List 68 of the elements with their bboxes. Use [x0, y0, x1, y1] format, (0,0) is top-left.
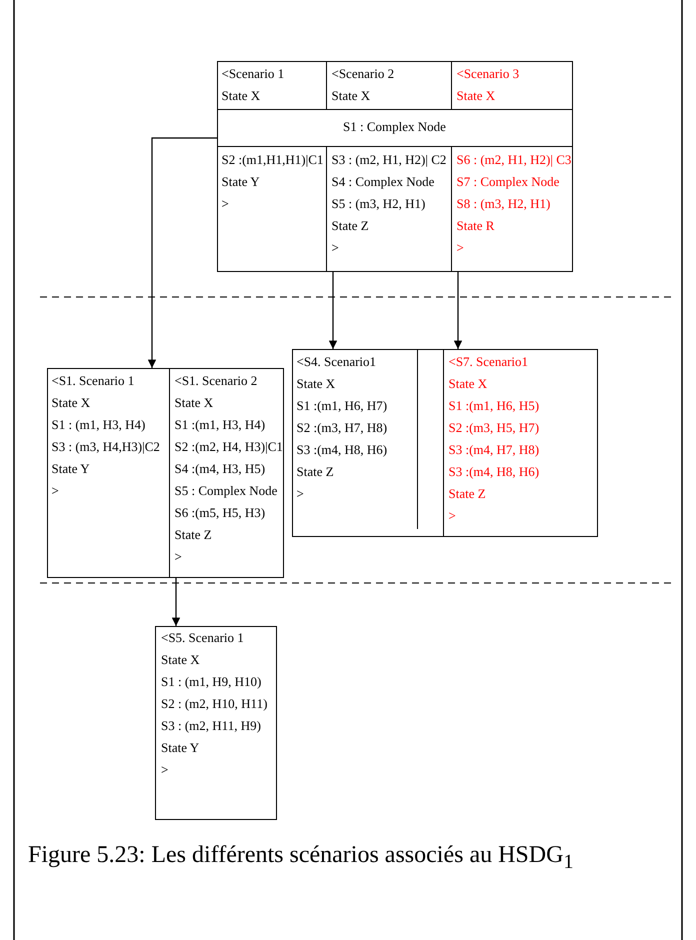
cell-text: State X: [174, 394, 214, 412]
table-box: [292, 349, 598, 537]
cell-text: State Z: [448, 484, 486, 502]
table-cell: [216, 60, 326, 110]
cell-text: S3 : (m2, H1, H2)| C2: [332, 150, 446, 169]
cell-text: State Y: [52, 460, 90, 478]
table-box: [47, 368, 284, 578]
cell-text: <Scenario 2: [332, 64, 394, 82]
cell-text: State X: [296, 374, 336, 392]
cell-text: <S7. Scenario1: [448, 352, 528, 370]
cell-text: S8 : (m3, H2, H1): [456, 194, 550, 213]
cell-text: State Z: [332, 216, 369, 234]
cell-text: <S4. Scenario1: [296, 352, 376, 370]
cell-text: S3 :(m4, H8, H6): [296, 440, 388, 459]
cell-text: S1 :(m1, H6, H7): [296, 396, 388, 415]
cell-text: S2 : (m2, H10, H11): [161, 695, 268, 713]
cell-text: S4 : Complex Node: [332, 172, 434, 191]
cell-text: <S1. Scenario 1: [52, 372, 134, 390]
cell-text: <S1. Scenario 2: [174, 372, 258, 390]
cell-text: >: [448, 506, 456, 524]
scenario-box: [155, 626, 277, 820]
cell-text: S1 : Complex Node: [343, 118, 446, 136]
cell-text: <S5. Scenario 1: [161, 629, 244, 647]
cell-text: >: [222, 194, 229, 212]
cell-text: State X: [332, 86, 370, 104]
cell-text: S3 : (m2, H11, H9): [161, 717, 261, 735]
cell-text: >: [174, 548, 182, 566]
cell-text: S6 :(m5, H5, H3): [174, 504, 266, 522]
cell-text: S5 : (m3, H2, H1): [332, 194, 426, 213]
cell-text: S3 :(m4, H8, H6): [448, 462, 540, 481]
cell-text: S1 :(m1, H6, H5): [448, 396, 540, 415]
cell-text: State X: [448, 374, 488, 392]
arrow: [454, 272, 462, 349]
cell-text: S4 :(m4, H3, H5): [174, 460, 266, 478]
cell-text: State Z: [174, 526, 212, 544]
cell-text: S1 : (m1, H3, H4): [52, 416, 146, 434]
cell-text: State R: [456, 216, 494, 234]
cell-text: S2 :(m3, H5, H7): [448, 418, 540, 437]
cell-text: S3 : (m3, H4,H3)|C2: [52, 438, 160, 456]
cell-text: State X: [52, 394, 90, 412]
arrow: [328, 272, 338, 349]
cell-text: >: [456, 238, 464, 256]
cell-text: State Y: [222, 172, 260, 190]
cell-text: S2 :(m1,H1,H1)|C1: [222, 150, 324, 169]
arrow: [148, 137, 217, 368]
cell-text: >: [332, 238, 339, 256]
cell-text: S2 :(m3, H7, H8): [296, 418, 388, 437]
cell-text: <Scenario 1: [222, 64, 284, 82]
cell-text: >: [52, 482, 59, 500]
cell-text: State Z: [296, 462, 334, 480]
cell-text: S3 :(m4, H7, H8): [448, 440, 540, 459]
table-cell: [326, 60, 452, 110]
arrow: [172, 578, 180, 626]
cell-text: S2 :(m2, H4, H3)|C1: [174, 438, 283, 456]
figure-caption: Figure 5.23: Les différents scénarios associés au HSDG$_{1}$: [28, 841, 574, 875]
cell-text: State X: [222, 86, 260, 104]
cell-text: S7 : Complex Node: [456, 172, 560, 191]
cell-text: State X: [161, 651, 200, 669]
cell-text: >: [296, 484, 304, 502]
cell-text: S1 : (m1, H9, H10): [161, 673, 262, 691]
cell-text: >: [161, 761, 168, 779]
cell-text: State Y: [161, 739, 200, 757]
table-box: [217, 61, 573, 272]
cell-text: S6 : (m2, H1, H2)| C3: [456, 150, 572, 169]
cell-text: S5 : Complex Node: [174, 482, 278, 500]
cell-text: State X: [456, 86, 496, 104]
cell-text: S1 :(m1, H3, H4): [174, 416, 266, 434]
cell-text: <Scenario 3: [456, 64, 520, 82]
